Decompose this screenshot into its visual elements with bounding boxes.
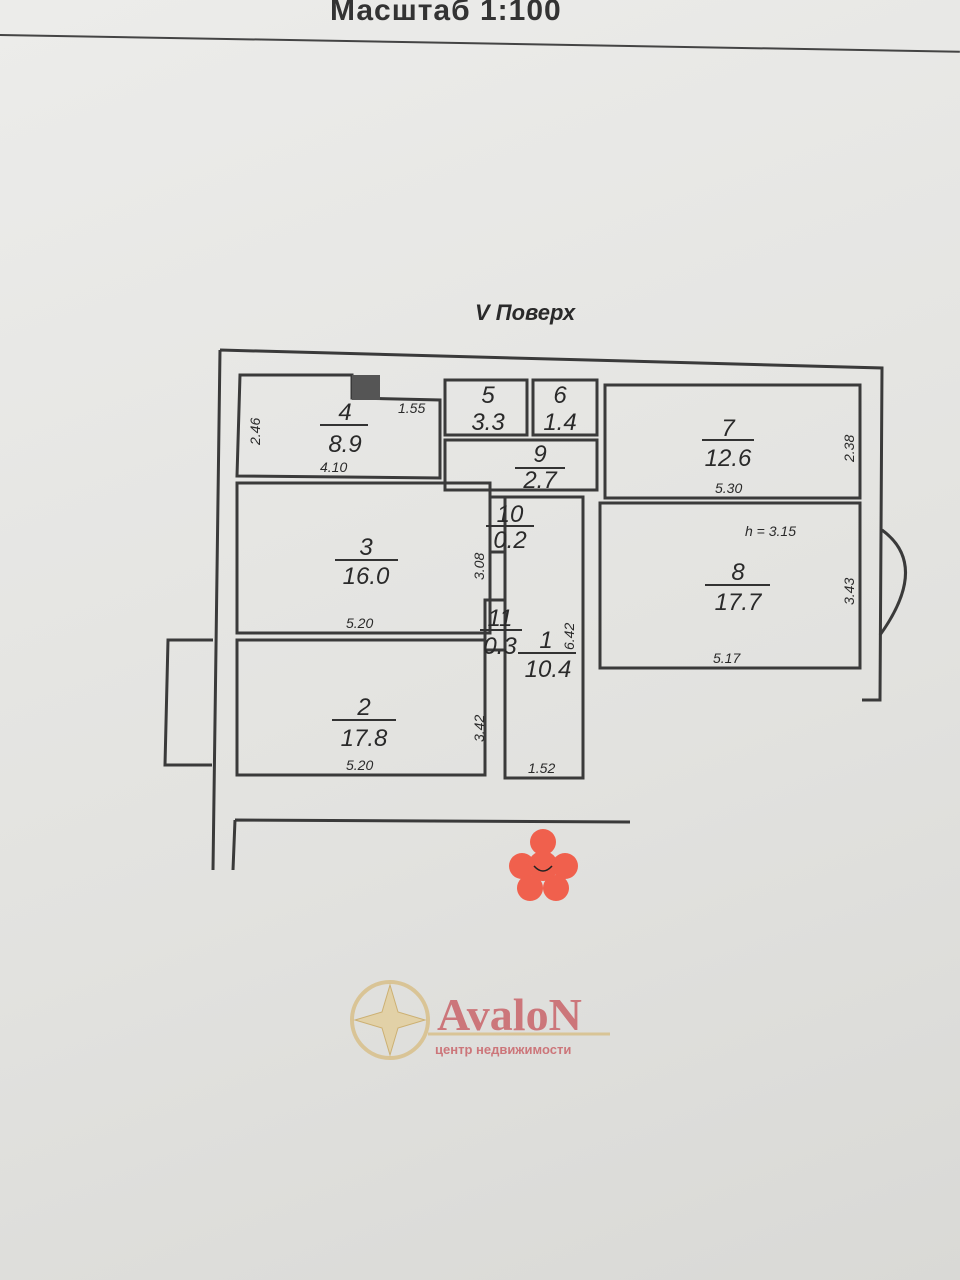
svg-text:1.55: 1.55 xyxy=(398,400,425,416)
outer-wall xyxy=(211,348,884,871)
svg-text:0.2: 0.2 xyxy=(493,527,526,554)
svg-text:3.42: 3.42 xyxy=(471,715,487,742)
balcony-right xyxy=(878,528,907,636)
svg-text:8: 8 xyxy=(731,559,745,586)
svg-text:3: 3 xyxy=(359,534,373,561)
svg-text:2.7: 2.7 xyxy=(522,467,558,494)
svg-text:5.30: 5.30 xyxy=(715,480,742,496)
svg-text:1.4: 1.4 xyxy=(543,409,576,436)
svg-text:5.20: 5.20 xyxy=(346,615,373,631)
room-9 xyxy=(443,438,599,492)
svg-text:0.3: 0.3 xyxy=(483,633,517,660)
svg-text:1.52: 1.52 xyxy=(528,760,555,776)
avalon-logo: AvaloN центр недвижимости xyxy=(350,980,610,1060)
svg-text:6: 6 xyxy=(553,382,567,409)
flower-sticker-icon xyxy=(509,829,578,901)
svg-text:16.0: 16.0 xyxy=(343,563,390,590)
room-labels: 48.9 53.3 61.4 92.7 712.6 316.0 100.2 11… xyxy=(320,382,770,752)
logo-name: AvaloN xyxy=(437,989,582,1040)
room-5 xyxy=(443,378,529,437)
svg-text:17.8: 17.8 xyxy=(341,725,388,752)
svg-text:7: 7 xyxy=(721,415,736,442)
svg-text:1: 1 xyxy=(539,627,552,654)
svg-text:6.42: 6.42 xyxy=(561,623,577,650)
svg-text:10: 10 xyxy=(497,501,524,528)
svg-text:12.6: 12.6 xyxy=(705,445,752,472)
svg-text:11: 11 xyxy=(488,605,513,632)
logo-tagline: центр недвижимости xyxy=(435,1042,571,1057)
svg-text:3.3: 3.3 xyxy=(471,409,505,436)
room-11 xyxy=(483,598,507,652)
svg-text:2.38: 2.38 xyxy=(841,435,857,463)
room-10 xyxy=(488,495,507,554)
svg-text:9: 9 xyxy=(533,441,546,468)
svg-text:10.4: 10.4 xyxy=(525,656,572,683)
svg-text:h = 3.15: h = 3.15 xyxy=(745,523,796,539)
floor-label: V Поверх xyxy=(475,300,576,325)
room-3 xyxy=(235,481,492,635)
scale-title: Масштаб 1:100 xyxy=(330,0,562,27)
svg-text:5.17: 5.17 xyxy=(713,650,741,666)
svg-text:4: 4 xyxy=(338,399,351,426)
dimension-labels: 2.46 4.10 1.55 2.38 5.30 h = 3.15 3.08 5… xyxy=(247,400,857,776)
room-8 xyxy=(598,501,862,670)
room-6 xyxy=(531,378,599,437)
room-2 xyxy=(235,638,487,777)
svg-text:2: 2 xyxy=(356,694,370,721)
svg-text:3.43: 3.43 xyxy=(841,578,857,605)
svg-text:8.9: 8.9 xyxy=(328,431,361,458)
svg-text:3.08: 3.08 xyxy=(471,553,487,580)
svg-text:5.20: 5.20 xyxy=(346,757,373,773)
svg-text:2.46: 2.46 xyxy=(247,418,263,446)
balcony-left xyxy=(163,638,213,767)
svg-text:4.10: 4.10 xyxy=(320,459,347,475)
svg-text:17.7: 17.7 xyxy=(715,589,763,616)
svg-text:5: 5 xyxy=(481,382,495,409)
room-7 xyxy=(603,383,862,500)
room-4 xyxy=(235,373,442,480)
